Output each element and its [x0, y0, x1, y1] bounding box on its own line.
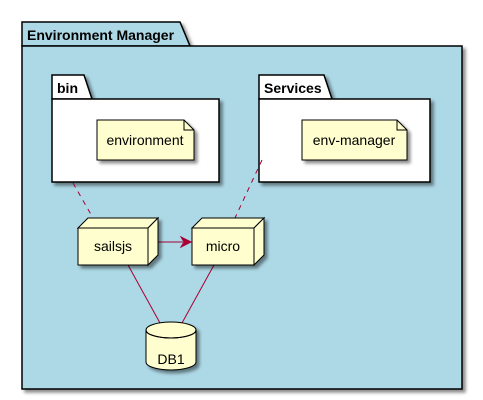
env-manager-note-body [301, 119, 408, 161]
micro-node-top [190, 217, 266, 229]
services-package-title: Services [264, 80, 322, 96]
bin-to-sailsjs-connector [72, 182, 94, 219]
environment-manager-title: Environment Manager [27, 27, 175, 43]
environment-note [96, 119, 195, 161]
micro-node [190, 216, 266, 267]
db1-database-rim [145, 329, 197, 339]
bin-package-title: bin [57, 80, 78, 96]
db1-database-label: DB1 [157, 351, 184, 367]
micro-to-db1-connector [181, 264, 215, 324]
environment-note-label: environment [106, 132, 183, 148]
db1-database [145, 321, 197, 371]
micro-node-label: micro [206, 238, 240, 254]
db1-database-body [145, 330, 197, 371]
sailsjs-node-front [77, 227, 149, 266]
environment-note-fold [183, 120, 194, 131]
sailsjs-to-micro-arrowhead [179, 235, 193, 249]
environment-manager-package [21, 21, 463, 390]
env-manager-note-label: env-manager [313, 132, 396, 148]
env-manager-note [301, 119, 408, 161]
sailsjs-node-top [76, 217, 160, 229]
services-to-micro-connector [234, 159, 263, 219]
sailsjs-to-db1-connector [127, 264, 161, 324]
sailsjs-node [76, 216, 160, 267]
environment-note-body [96, 119, 195, 161]
sailsjs-node-label: sailsjs [94, 238, 132, 254]
micro-node-front [191, 227, 255, 266]
env-manager-note-fold [396, 120, 407, 131]
